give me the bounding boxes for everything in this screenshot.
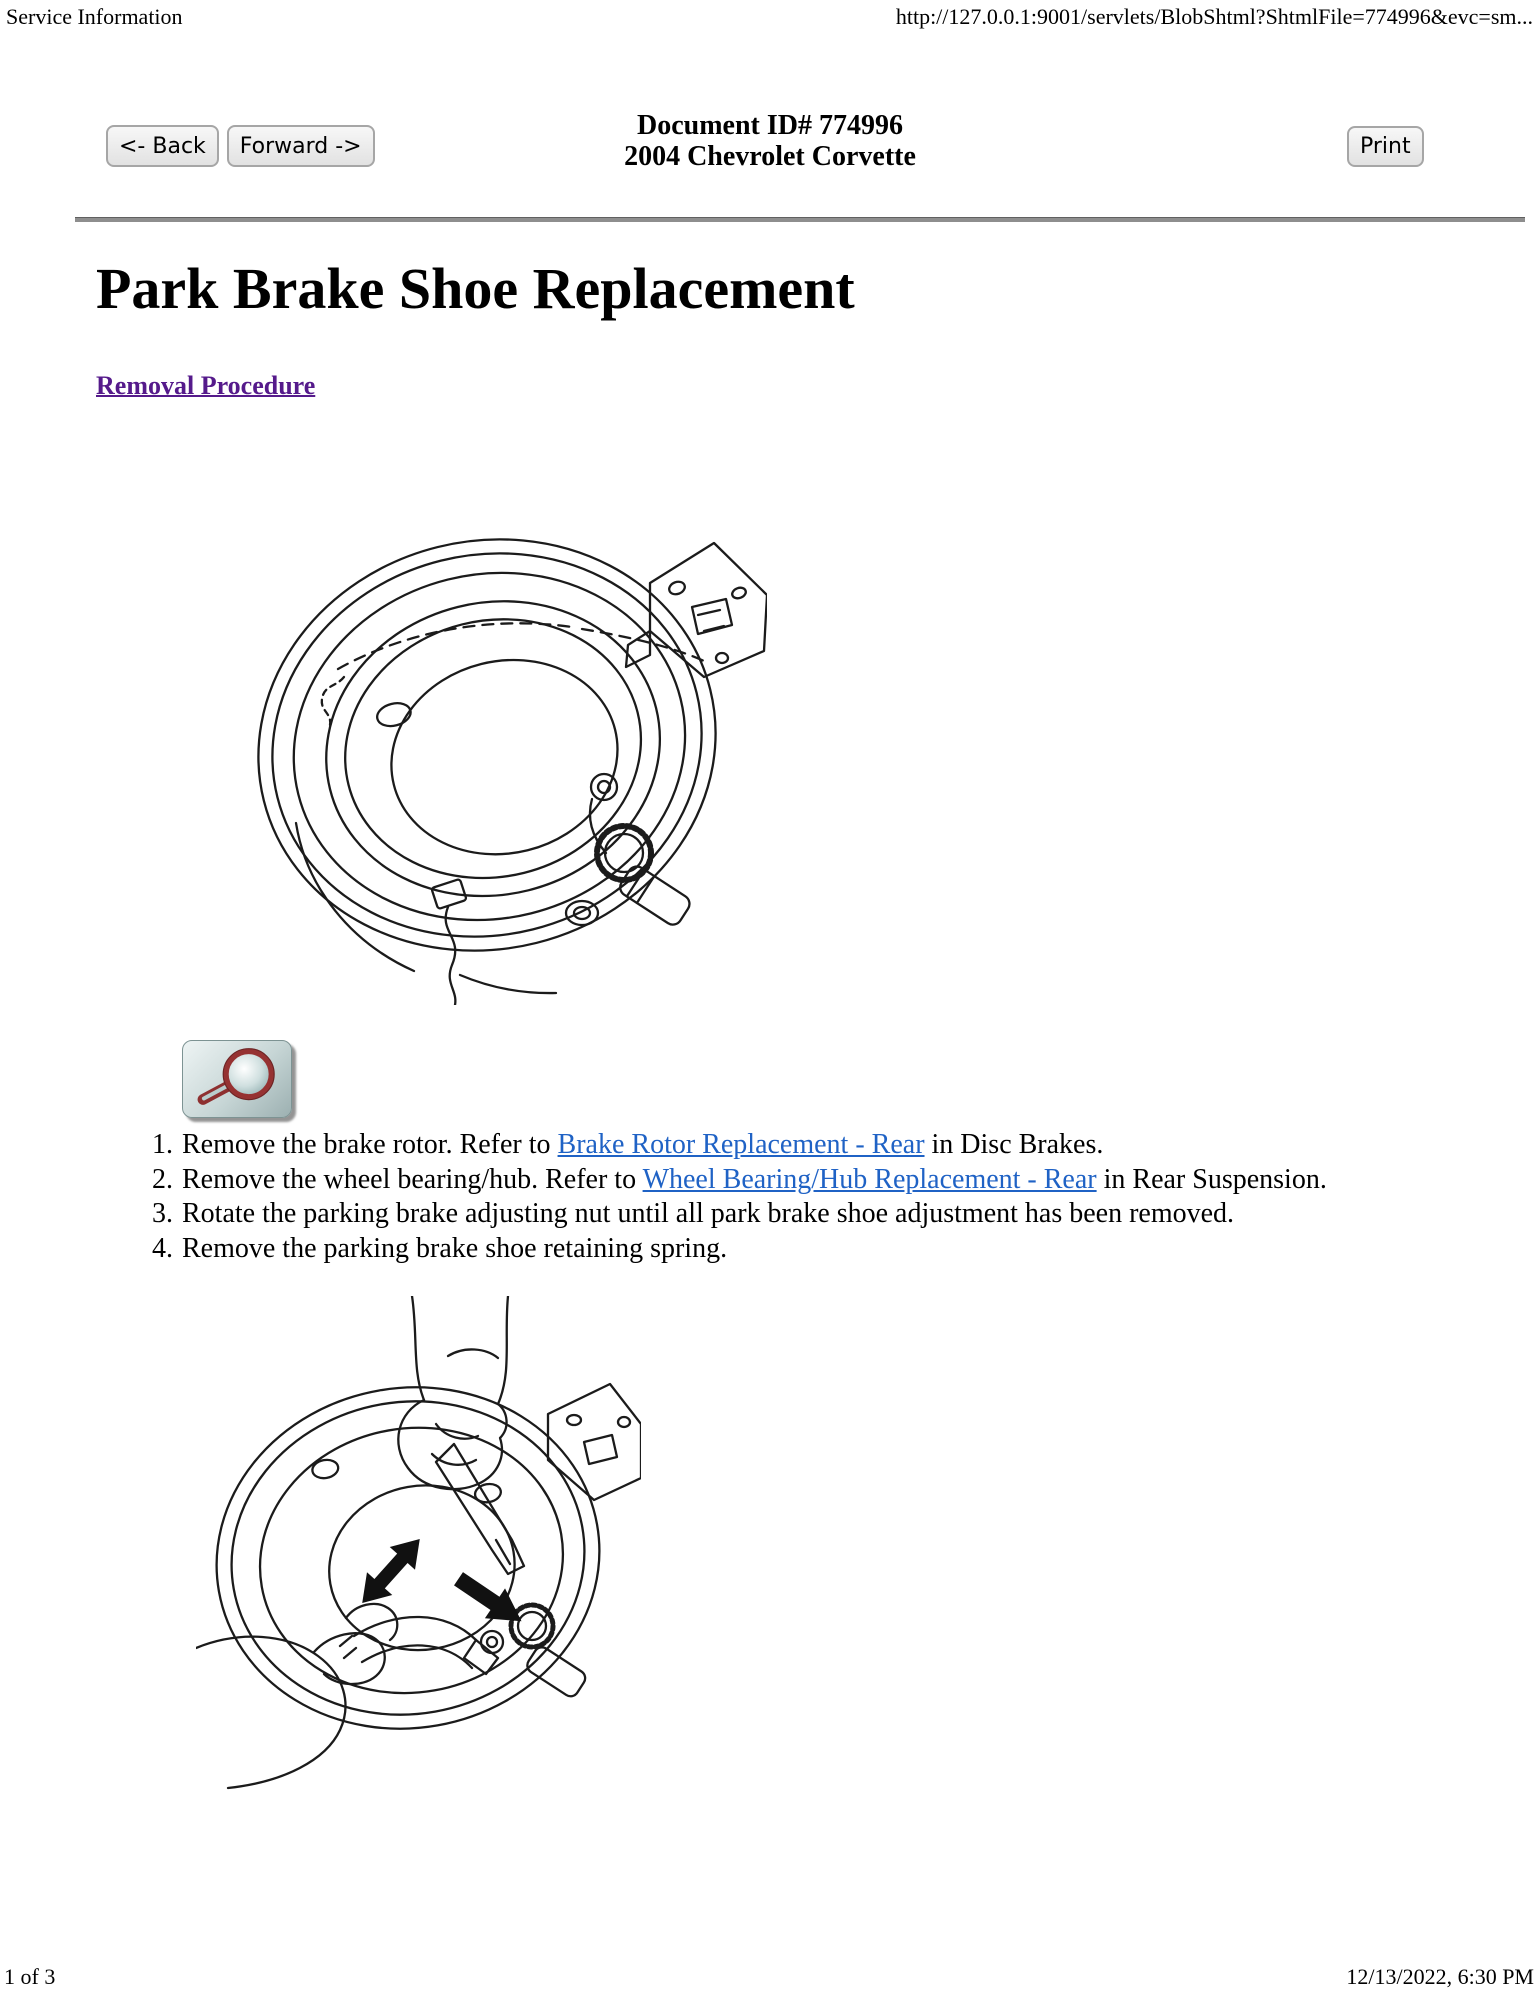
page-header-title: Service Information <box>6 4 183 29</box>
zoom-image-button[interactable] <box>182 1040 292 1118</box>
magnifier-icon <box>197 1048 275 1105</box>
step-item-1: 1. Remove the brake rotor. Refer to Brake… <box>152 1128 1327 1163</box>
backing-plate <box>215 1386 601 1730</box>
axle-bracket <box>546 1382 641 1502</box>
step-text: in Disc Brakes. <box>924 1129 1104 1160</box>
step-text: Rotate the parking brake adjusting nut u… <box>182 1198 1235 1230</box>
step-text: in Rear Suspension. <box>1096 1163 1327 1195</box>
wheel-bearing-hub-replacement-link[interactable]: Wheel Bearing/Hub Replacement - Rear <box>642 1163 1097 1195</box>
hold-down-clip <box>430 878 468 1005</box>
step-text: Remove the brake rotor. Refer to <box>182 1129 558 1160</box>
adjuster-assembly <box>479 1602 587 1698</box>
retaining-spring-removal-drawing <box>196 1296 641 1790</box>
nav-toolbar: <- Back Forward -> <box>106 125 375 167</box>
page-number: 1 of 3 <box>4 1964 56 1989</box>
step-number: 4. <box>152 1232 173 1264</box>
upper-hand <box>397 1296 526 1576</box>
page-header-url: http://127.0.0.1:9001/servlets/BlobShtml… <box>895 4 1533 29</box>
vehicle-name: 2004 Chevrolet Corvette <box>624 141 916 172</box>
header-divider <box>75 217 1525 222</box>
print-button[interactable]: Print <box>1347 126 1424 167</box>
backing-plate <box>257 538 717 952</box>
step-item-3: 3. Rotate the parking brake adjusting nut… <box>152 1197 1327 1232</box>
page-title: Park Brake Shoe Replacement <box>96 256 855 321</box>
step-text: Remove the wheel bearing/hub. Refer to <box>182 1163 643 1195</box>
step-number: 2. <box>152 1163 173 1195</box>
retaining-spring-removal-figure <box>196 1296 641 1796</box>
adjuster-assembly <box>564 772 691 927</box>
axle-bracket <box>624 541 767 679</box>
print-timestamp: 12/13/2022, 6:30 PM <box>1346 1964 1534 1989</box>
step-item-4: 4. Remove the parking brake shoe retainin… <box>152 1232 1327 1267</box>
park-brake-assembly-drawing <box>257 538 767 1005</box>
step-text: Remove the parking brake shoe retaining … <box>182 1232 728 1264</box>
motion-arrows <box>362 1539 522 1622</box>
lower-hand <box>196 1602 500 1790</box>
step-item-2: 2. Remove the wheel bearing/hub. Refer to… <box>152 1163 1327 1198</box>
park-brake-assembly-figure <box>252 455 767 1005</box>
step-number: 1. <box>152 1129 173 1160</box>
procedure-steps: 1. Remove the brake rotor. Refer to Brake… <box>152 1128 1327 1266</box>
document-id: Document ID# 774996 <box>637 110 903 141</box>
document-id-block: Document ID# 774996 2004 Chevrolet Corve… <box>0 110 1540 172</box>
back-button[interactable]: <- Back <box>106 125 219 167</box>
brake-rotor-replacement-link[interactable]: Brake Rotor Replacement - Rear <box>557 1129 925 1160</box>
removal-procedure-link[interactable]: Removal Procedure <box>96 371 316 400</box>
forward-button[interactable]: Forward -> <box>226 125 375 167</box>
step-number: 3. <box>152 1198 173 1230</box>
